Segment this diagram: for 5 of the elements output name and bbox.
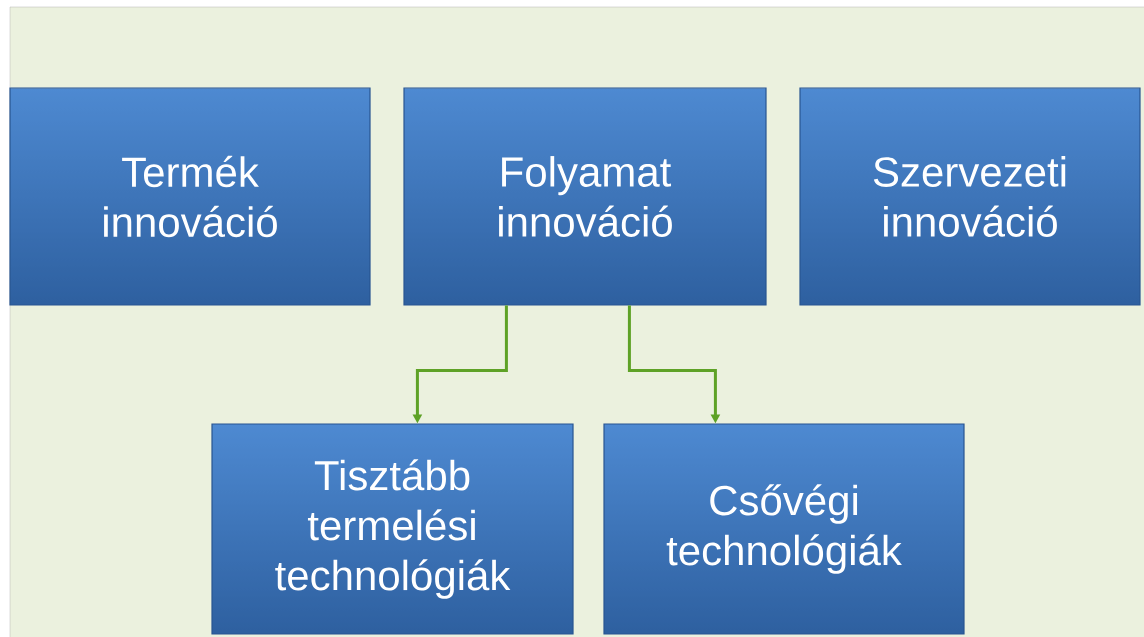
- process-box: Tisztább termelési technológiák: [211, 423, 574, 635]
- process-box: Szervezeti innováció: [799, 87, 1141, 306]
- process-box: Folyamat innováció: [403, 87, 767, 306]
- process-box: Csővégi technológiák: [603, 423, 965, 635]
- process-box: Termék innováció: [9, 87, 371, 306]
